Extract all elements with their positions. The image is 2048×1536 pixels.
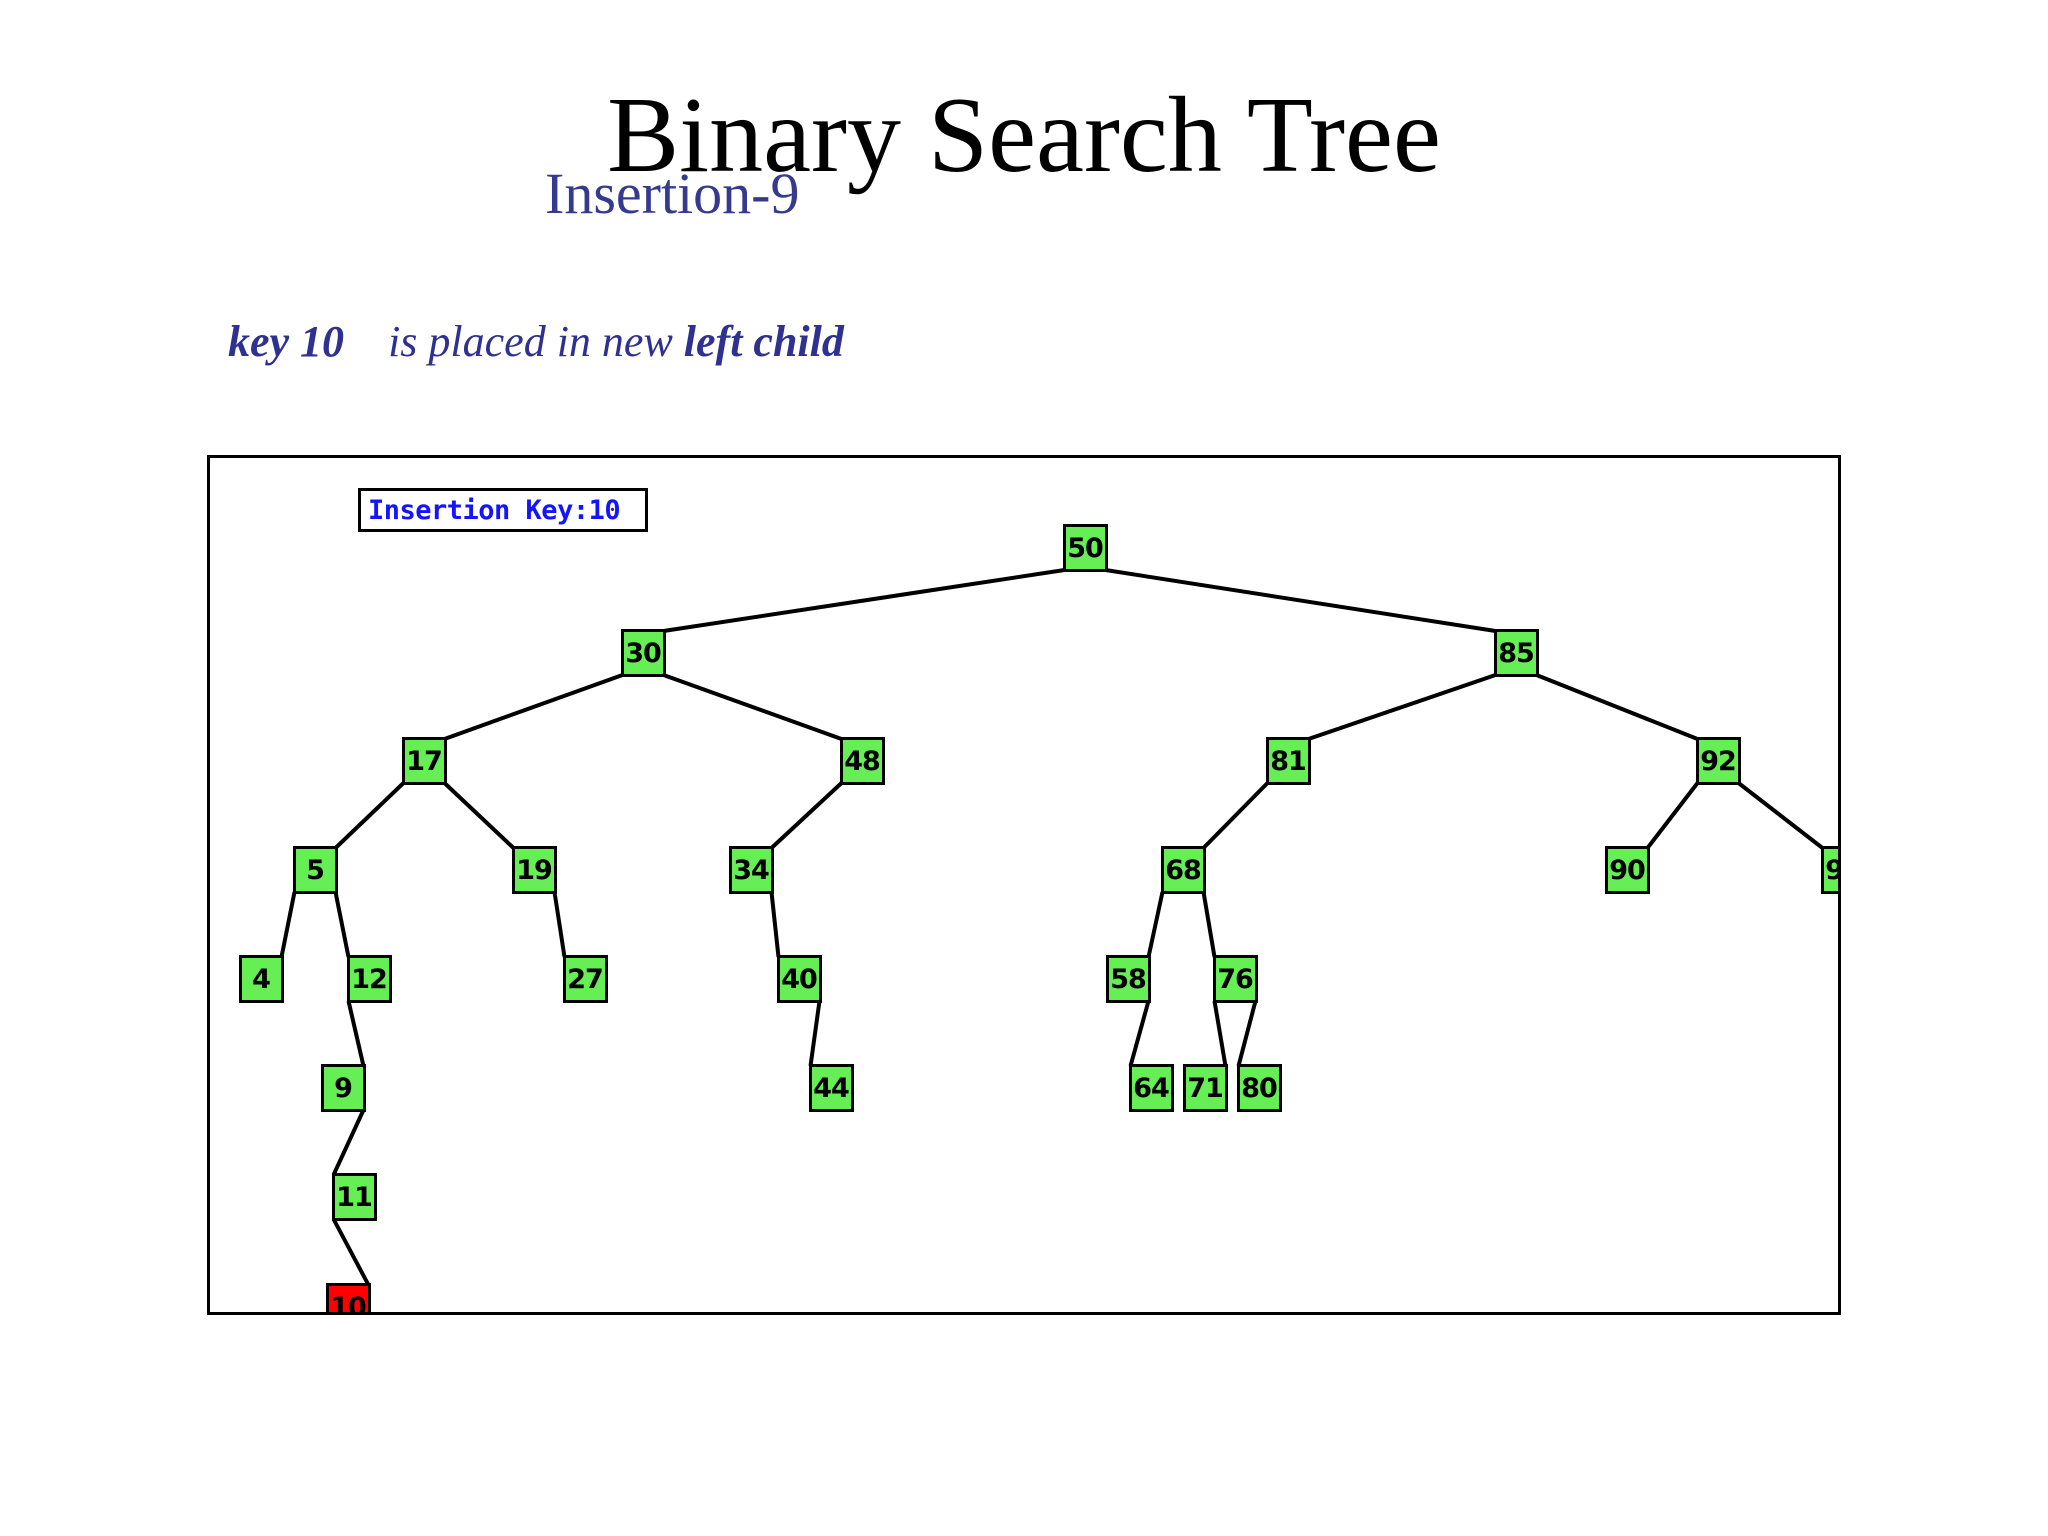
tree-node-label: 92 (1700, 745, 1737, 777)
tree-node-label: 44 (813, 1072, 850, 1104)
tree-node-label: 34 (733, 854, 770, 886)
tree-node-95[interactable]: 95 (1820, 846, 1838, 894)
tree-node-17[interactable]: 17 (401, 737, 447, 785)
tree-edge (1212, 1000, 1228, 1067)
tree-node-label: 48 (844, 745, 881, 777)
tree-node-19[interactable]: 19 (511, 846, 557, 894)
tree-node-label: 4 (252, 963, 271, 995)
tree-node-58[interactable]: 58 (1105, 955, 1151, 1003)
tree-node-76[interactable]: 76 (1212, 955, 1258, 1003)
tree-edge (662, 673, 843, 741)
tree-node-44[interactable]: 44 (808, 1064, 854, 1112)
tree-edge (1307, 673, 1497, 741)
caption-emphasis-text: left child (683, 317, 844, 366)
tree-node-label: 11 (336, 1181, 373, 1213)
tree-node-label: 85 (1498, 637, 1535, 669)
tree-node-85[interactable]: 85 (1493, 629, 1539, 677)
tree-edge (334, 781, 405, 850)
tree-node-label: 80 (1241, 1072, 1278, 1104)
tree-edge (808, 1000, 822, 1067)
tree-node-label: 81 (1270, 745, 1307, 777)
tree-node-label: 58 (1110, 963, 1147, 995)
tree-node-label: 12 (351, 963, 388, 995)
tree-node-label: 30 (625, 637, 662, 669)
tree-node-90[interactable]: 90 (1604, 846, 1650, 894)
tree-edge (333, 891, 351, 958)
tree-node-11[interactable]: 11 (331, 1173, 377, 1221)
tree-edge (1201, 891, 1217, 958)
page-title: Binary Search Tree (607, 76, 1441, 196)
tree-node-40[interactable]: 40 (776, 955, 822, 1003)
insertion-key-label: Insertion Key:10 (368, 494, 621, 526)
tree-edge (1146, 891, 1165, 958)
tree-edge (331, 1109, 366, 1176)
tree-edge (443, 673, 624, 741)
tree-edge (346, 1000, 366, 1067)
page-subtitle: Insertion-9 (545, 161, 800, 226)
tree-edge (279, 891, 297, 958)
tree-node-68[interactable]: 68 (1160, 846, 1206, 894)
tree-node-label: 19 (516, 854, 553, 886)
tree-node-50[interactable]: 50 (1062, 524, 1108, 572)
tree-node-80[interactable]: 80 (1236, 1064, 1282, 1112)
tree-node-label: 40 (781, 963, 818, 995)
tree-edge (443, 781, 515, 850)
tree-node-34[interactable]: 34 (728, 846, 774, 894)
caption-key-text: key 10 (228, 317, 345, 366)
tree-node-label: 9 (334, 1072, 353, 1104)
caption-line: key 10 is placed in new left child (228, 316, 844, 367)
tree-edge (663, 568, 1065, 633)
tree-node-label: 27 (567, 963, 604, 995)
tree-node-label: 64 (1133, 1072, 1170, 1104)
tree-node-label: 68 (1165, 854, 1202, 886)
tree-edge (552, 891, 567, 958)
tree-node-label: 90 (1609, 854, 1646, 886)
tree-node-64[interactable]: 64 (1128, 1064, 1174, 1112)
tree-edge (1645, 781, 1700, 850)
tree-node-label: 76 (1217, 963, 1254, 995)
tree-edge (1236, 1000, 1258, 1067)
insertion-key-box: Insertion Key:10 (358, 488, 648, 532)
tree-edge (1535, 673, 1699, 741)
tree-applet-panel: Insertion Key:10 50 30 85 17 48 81 92 5 19 34 68 90… (207, 455, 1841, 1315)
tree-node-27[interactable]: 27 (562, 955, 608, 1003)
tree-node-12[interactable]: 12 (346, 955, 392, 1003)
tree-node-label: 10 (330, 1291, 367, 1315)
tree-node-4[interactable]: 4 (238, 955, 284, 1003)
tree-node-label: 5 (306, 854, 325, 886)
tree-node-92[interactable]: 92 (1695, 737, 1741, 785)
tree-edge (1202, 781, 1269, 850)
tree-node-48[interactable]: 48 (839, 737, 885, 785)
tree-node-81[interactable]: 81 (1265, 737, 1311, 785)
tree-edges-layer (279, 568, 1824, 1286)
tree-edge (331, 1218, 371, 1286)
tree-edge (1128, 1000, 1151, 1067)
tree-edge (1105, 568, 1496, 633)
tree-node-label: 50 (1067, 532, 1104, 564)
tree-node-label: 17 (406, 745, 443, 777)
tree-node-5[interactable]: 5 (292, 846, 338, 894)
tree-edge (770, 781, 843, 850)
tree-node-9[interactable]: 9 (320, 1064, 366, 1112)
tree-edge (769, 891, 781, 958)
caption-middle-text: is placed in new (388, 317, 673, 366)
tree-edge (1737, 781, 1824, 850)
tree-node-label: 71 (1187, 1072, 1224, 1104)
tree-node-10[interactable]: 10 (325, 1283, 371, 1315)
tree-node-label: 95 (1825, 857, 1838, 884)
tree-node-71[interactable]: 71 (1182, 1064, 1228, 1112)
tree-node-30[interactable]: 30 (620, 629, 666, 677)
